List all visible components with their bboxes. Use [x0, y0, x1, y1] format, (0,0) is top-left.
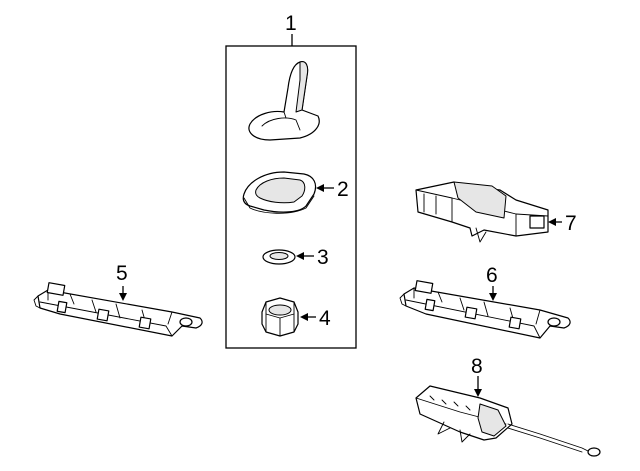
callout-7: 7 — [565, 212, 577, 235]
antenna-kit-box — [225, 45, 357, 349]
part-washer[interactable] — [262, 249, 296, 265]
callout-leaders — [119, 34, 562, 397]
part-connector-module[interactable] — [415, 181, 549, 243]
part-antenna-module-left[interactable] — [33, 282, 203, 337]
part-antenna-gasket[interactable] — [242, 171, 317, 214]
part-nut[interactable] — [261, 297, 299, 337]
callout-8: 8 — [471, 355, 483, 378]
part-harness-connector[interactable] — [415, 385, 601, 457]
part-antenna-module-right[interactable] — [399, 280, 571, 339]
callout-1: 1 — [285, 12, 297, 35]
callout-3: 3 — [317, 246, 329, 269]
callout-2: 2 — [337, 178, 349, 201]
callout-4: 4 — [319, 307, 331, 330]
callout-6: 6 — [486, 264, 498, 287]
part-shark-fin-antenna[interactable] — [248, 61, 320, 141]
callout-5: 5 — [116, 262, 128, 285]
